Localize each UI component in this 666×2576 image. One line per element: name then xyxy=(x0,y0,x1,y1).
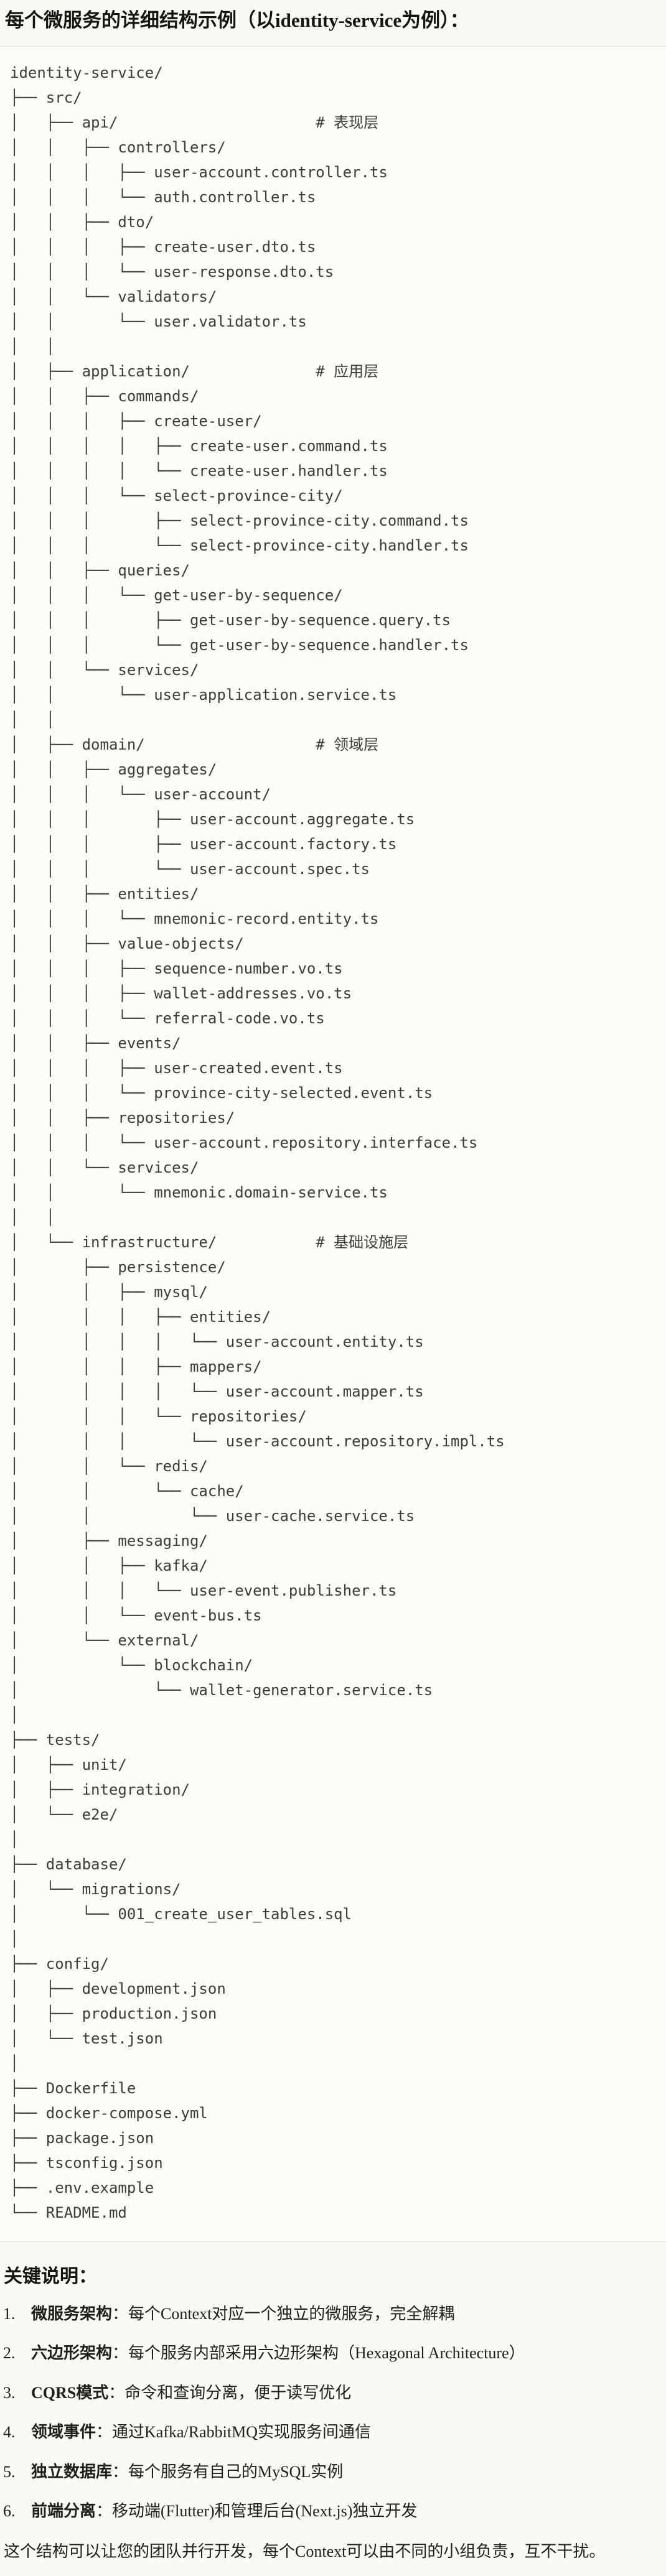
note-number: 2. xyxy=(3,2344,16,2363)
note-term: 六边形架构 xyxy=(31,2344,113,2363)
footer-paragraph: 这个结构可以让您的团队并行开发，每个Context可以由不同的小组负责，互不干扰… xyxy=(4,2542,606,2560)
note-term: 前端分离 xyxy=(31,2502,96,2521)
note-item: 6. 前端分离：移动端(Flutter)和管理后台(Next.js)独立开发 xyxy=(0,2501,662,2522)
note-item: 5. 独立数据库：每个服务有自己的MySQL实例 xyxy=(0,2462,662,2483)
note-term: 微服务架构 xyxy=(31,2304,113,2323)
note-item: 3. CQRS模式：命令和查询分离，便于读写优化 xyxy=(0,2383,662,2404)
note-term: 领域事件 xyxy=(31,2423,96,2442)
note-number: 1. xyxy=(3,2304,16,2323)
note-text: ：通过Kafka/RabbitMQ实现服务间通信 xyxy=(96,2423,371,2442)
note-text: ：命令和查询分离，便于读写优化 xyxy=(108,2383,352,2402)
directory-tree: identity-service/ ├── src/ │ ├── api/ # … xyxy=(10,63,505,2221)
notes-heading: 关键说明： xyxy=(4,2266,97,2287)
note-number: 6. xyxy=(3,2502,16,2521)
page-title: 每个微服务的详细结构示例（以identity-service为例）： xyxy=(5,9,469,31)
note-text: ：每个服务内部采用六边形架构（Hexagonal Architecture） xyxy=(112,2344,525,2363)
note-text: ：每个服务有自己的MySQL实例 xyxy=(112,2462,344,2481)
note-term: 独立数据库 xyxy=(31,2462,113,2481)
notes-list: 1. 微服务架构：每个Context对应一个独立的微服务，完全解耦 2. 六边形架构… xyxy=(0,2304,666,2522)
note-number: 3. xyxy=(3,2383,16,2402)
note-number: 4. xyxy=(3,2423,16,2442)
note-item: 2. 六边形架构：每个服务内部采用六边形架构（Hexagonal Architec… xyxy=(0,2343,662,2364)
note-term: CQRS模式 xyxy=(31,2383,109,2402)
code-block: identity-service/ ├── src/ │ ├── api/ # … xyxy=(0,45,666,2242)
note-item: 4. 领域事件：通过Kafka/RabbitMQ实现服务间通信 xyxy=(0,2422,662,2443)
note-text: ：移动端(Flutter)和管理后台(Next.js)独立开发 xyxy=(96,2502,418,2521)
note-number: 5. xyxy=(3,2462,16,2481)
note-text: ：每个Context对应一个独立的微服务，完全解耦 xyxy=(112,2304,455,2323)
note-item: 1. 微服务架构：每个Context对应一个独立的微服务，完全解耦 xyxy=(0,2304,662,2325)
